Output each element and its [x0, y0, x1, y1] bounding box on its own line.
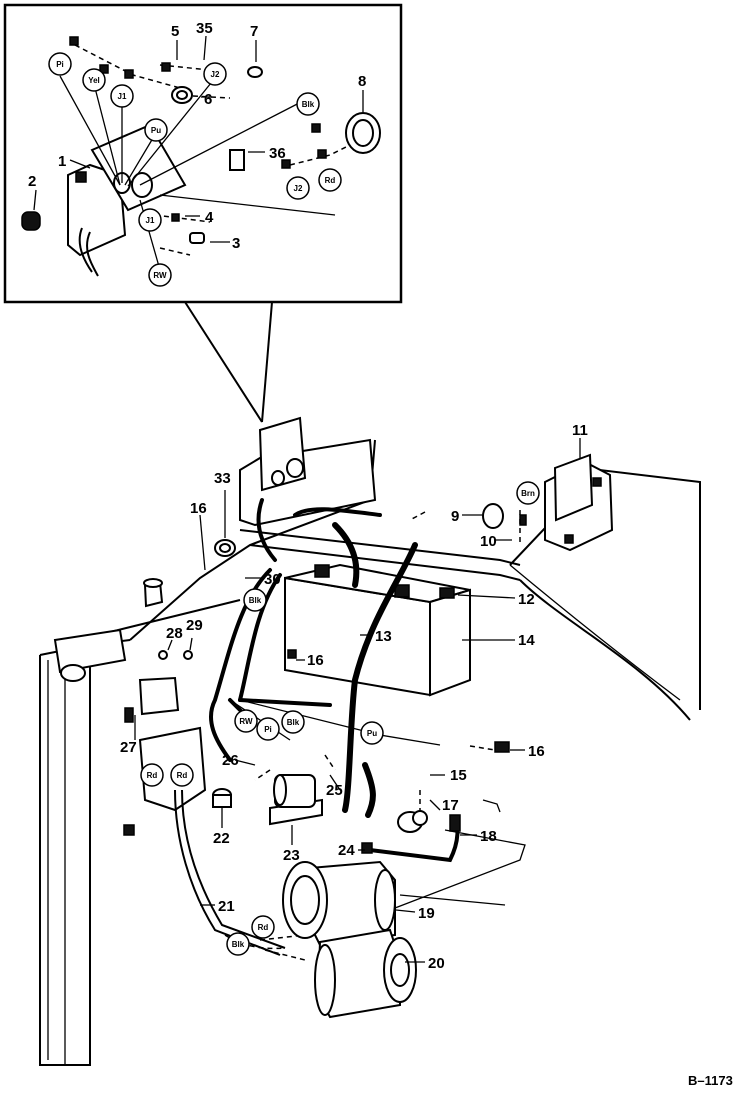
svg-text:RW: RW: [239, 717, 253, 726]
callout-30: 30: [264, 571, 281, 588]
callout-16-right: 16: [528, 743, 545, 760]
svg-text:J2: J2: [211, 70, 220, 79]
wire-tag: Rd: [140, 763, 164, 787]
wire-tag: Rd: [170, 763, 194, 787]
wire-tag: Blk: [296, 92, 320, 116]
svg-text:RW: RW: [153, 271, 167, 280]
svg-text:Rd: Rd: [147, 771, 158, 780]
callout-33: 33: [214, 470, 231, 487]
wire-tag: Rd: [251, 915, 275, 939]
callout-11: 11: [572, 422, 588, 439]
wire-tag: Pu: [360, 721, 384, 745]
callout-23: 23: [283, 847, 300, 864]
svg-text:Pu: Pu: [151, 126, 161, 135]
callout-29: 29: [186, 617, 203, 634]
callout-6: 6: [204, 91, 212, 108]
wire-tag: Blk: [243, 588, 267, 612]
wire-tag: Blk: [281, 710, 305, 734]
machine-body: [39, 416, 701, 1066]
callout-35: 35: [196, 20, 213, 37]
callout-13: 13: [375, 628, 392, 645]
callout-26: 26: [222, 752, 239, 769]
svg-text:J1: J1: [118, 92, 127, 101]
wire-tag: Pi: [256, 717, 280, 741]
wire-tags: Pi Yel J1 J2 Pu Blk J2 Rd J1 RW Brn Blk …: [48, 52, 540, 956]
callout-24: 24: [338, 842, 355, 859]
detail-inset: [3, 3, 403, 423]
svg-text:Yel: Yel: [88, 76, 100, 85]
wire-tag: RW: [148, 263, 172, 287]
svg-text:Pi: Pi: [264, 725, 272, 734]
callout-22: 22: [213, 830, 230, 847]
callout-16-upper: 16: [190, 500, 207, 517]
wire-tag: J2: [286, 176, 310, 200]
callout-4: 4: [205, 209, 214, 226]
callout-28: 28: [166, 625, 183, 642]
callout-10: 10: [480, 533, 497, 550]
svg-text:Rd: Rd: [258, 923, 269, 932]
callout-18: 18: [480, 828, 497, 845]
svg-text:J2: J2: [294, 184, 303, 193]
callout-27: 27: [120, 739, 137, 756]
wire-tag: Blk: [226, 932, 250, 956]
callout-1: 1: [58, 153, 66, 170]
wire-tag: Yel: [82, 68, 106, 92]
callouts: 1 2 3 4 5 6 7 8 9 10 11 12 13 14 15 16 1…: [28, 20, 588, 972]
callout-9: 9: [451, 508, 459, 525]
wire-tag: J1: [138, 208, 162, 232]
callout-16-middle: 16: [307, 652, 324, 669]
callout-14: 14: [518, 632, 535, 649]
svg-text:Blk: Blk: [302, 100, 315, 109]
callout-17: 17: [442, 797, 459, 814]
callout-15: 15: [450, 767, 467, 784]
callout-25: 25: [326, 782, 343, 799]
figure-id: B–1173: [688, 1073, 733, 1088]
svg-text:Blk: Blk: [249, 596, 262, 605]
callout-7: 7: [250, 23, 258, 40]
svg-text:Blk: Blk: [232, 940, 245, 949]
svg-text:Rd: Rd: [325, 176, 336, 185]
wire-tag: J2: [203, 62, 227, 86]
callout-12: 12: [518, 591, 535, 608]
callout-5: 5: [171, 23, 179, 40]
svg-text:Pi: Pi: [56, 60, 64, 69]
wire-tag: Rd: [318, 168, 342, 192]
wire-tag: Brn: [516, 481, 540, 505]
callout-21: 21: [218, 898, 235, 915]
callout-8: 8: [358, 73, 366, 90]
wire-tag: Pu: [144, 118, 168, 142]
svg-text:Blk: Blk: [287, 718, 300, 727]
callout-20: 20: [428, 955, 445, 972]
lower-components: [123, 649, 526, 1019]
callout-2: 2: [28, 173, 36, 190]
svg-text:Brn: Brn: [521, 489, 535, 498]
wire-tag: Pi: [48, 52, 72, 76]
svg-text:J1: J1: [146, 216, 155, 225]
wire-tag: J1: [110, 84, 134, 108]
callout-19: 19: [418, 905, 435, 922]
wire-tag: RW: [234, 709, 258, 733]
svg-text:Rd: Rd: [177, 771, 188, 780]
callout-36: 36: [269, 145, 286, 162]
callout-3: 3: [232, 235, 240, 252]
svg-text:Pu: Pu: [367, 729, 377, 738]
